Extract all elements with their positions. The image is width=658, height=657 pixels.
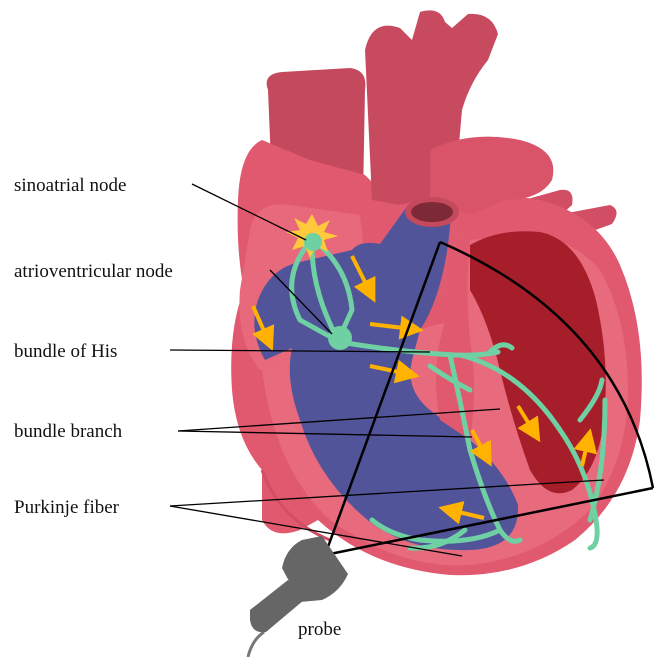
vessel-opening-inner (411, 202, 453, 222)
label-bundle-branch: bundle branch (14, 421, 123, 442)
av-node (328, 326, 352, 350)
label-purkinje-fiber: Purkinje fiber (14, 497, 120, 518)
probe-cable (248, 632, 264, 657)
label-sinoatrial-node: sinoatrial node (14, 175, 126, 196)
label-bundle-of-his: bundle of His (14, 341, 117, 362)
sa-node (304, 233, 322, 251)
label-atrioventricular-node: atrioventricular node (14, 261, 173, 282)
label-probe: probe (298, 619, 341, 640)
